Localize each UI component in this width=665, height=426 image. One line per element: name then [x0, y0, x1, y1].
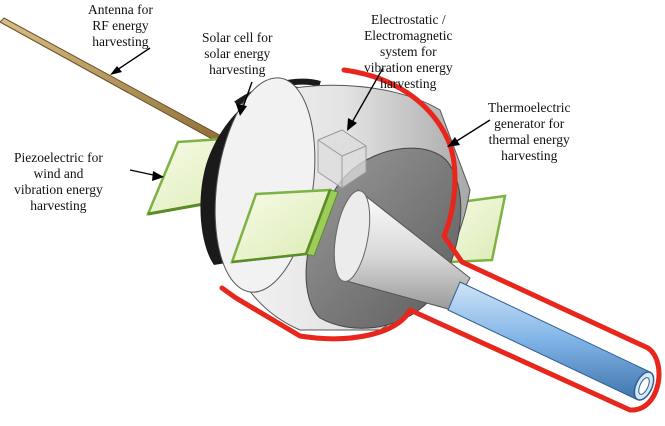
antenna-label-line-2: RF energy	[92, 18, 149, 33]
thermoelectric-arrow	[447, 119, 491, 147]
electrostatic-cube	[317, 129, 367, 189]
solar-label-line-2: solar energy	[204, 46, 271, 61]
piezoelectric-label-line-3: vibration energy	[14, 182, 103, 197]
thermoelectric-label: Thermoelectric generator for thermal ene…	[488, 100, 570, 164]
electrostatic-label-line-5: harvesting	[380, 76, 437, 91]
thermoelectric-label-line-2: generator for	[494, 116, 565, 131]
piezoelectric-arrow	[129, 169, 164, 181]
electrostatic-label-line-2: Electromagnetic	[364, 28, 453, 43]
piezo-plate-front	[230, 188, 339, 264]
antenna-arrow	[110, 47, 151, 75]
electrostatic-arrow	[347, 67, 384, 131]
piezoelectric-label-line-2: wind and	[33, 166, 84, 181]
solar-label-line-1: Solar cell for	[202, 30, 273, 45]
thermoelectric-label-line-4: harvesting	[501, 148, 558, 163]
electrostatic-label-line-4: vibration energy	[364, 60, 453, 75]
solar-label: Solar cell for solar energy harvesting	[202, 30, 272, 78]
electrostatic-label: Electrostatic / Electromagnetic system f…	[364, 12, 453, 92]
piezoelectric-label-line-1: Piezoelectric for	[14, 150, 103, 165]
antenna-label-line-1: Antenna for	[88, 2, 153, 17]
electrostatic-label-line-3: system for	[379, 44, 437, 59]
piezoelectric-label-line-4: harvesting	[30, 198, 87, 213]
antenna-label-line-3: harvesting	[92, 34, 149, 49]
blue-rod	[447, 281, 655, 401]
piezoelectric-label: Piezoelectric for wind and vibration ene…	[14, 150, 103, 214]
solar-arrow	[236, 81, 253, 116]
electrostatic-label-line-1: Electrostatic /	[371, 12, 446, 27]
solar-label-line-3: harvesting	[209, 62, 266, 77]
thermoelectric-label-line-3: thermal energy	[488, 132, 570, 147]
antenna-label: Antenna for RF energy harvesting	[88, 2, 153, 50]
thermoelectric-outline	[219, 67, 662, 413]
thermal-cone	[333, 189, 471, 311]
thermoelectric-label-line-1: Thermoelectric	[488, 100, 571, 115]
